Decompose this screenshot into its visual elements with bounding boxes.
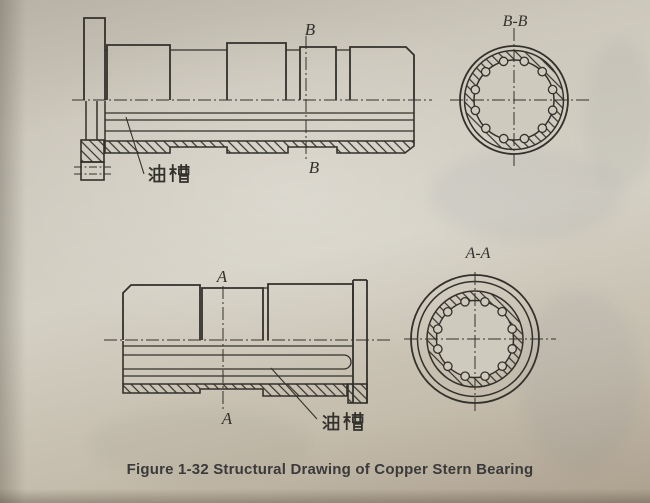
section-view-aa — [404, 272, 556, 412]
oil-groove-notch — [498, 56, 509, 67]
scan-edge-shadow — [0, 0, 26, 503]
bolt-hole-centerlines — [74, 166, 111, 175]
oil-groove-notch — [507, 324, 518, 334]
flange-foot-block — [80, 161, 105, 181]
oil-groove-notch — [442, 361, 453, 372]
section-view-bb — [450, 28, 592, 166]
oil-groove-notch — [547, 105, 558, 116]
oil-groove-notch — [498, 133, 509, 144]
land-2 — [226, 42, 287, 100]
cut-marker-a-bottom: A — [221, 409, 233, 428]
oil-groove-notch — [507, 344, 518, 354]
land-1 — [122, 284, 201, 340]
flange-outline — [83, 17, 106, 100]
oil-groove-leader — [270, 367, 318, 420]
oil-groove-leader — [125, 116, 145, 175]
flange-web — [85, 101, 106, 141]
oil-groove-notch — [497, 306, 508, 317]
shell-section-hatch — [122, 383, 348, 397]
oil-groove-notch — [432, 344, 443, 354]
oil-groove-notch — [480, 296, 490, 307]
land-3 — [267, 283, 354, 340]
oil-groove-notch — [460, 371, 470, 382]
shell-section-hatch — [104, 140, 415, 154]
paper-showthrough — [585, 40, 650, 190]
oil-groove-notch — [480, 371, 490, 382]
cut-marker-b-top: B — [305, 20, 316, 39]
oil-groove-notch — [537, 123, 548, 134]
oil-groove-notch — [442, 306, 453, 317]
paper-showthrough — [430, 150, 620, 240]
oil-groove-notch — [480, 66, 491, 77]
longitudinal-view-b — [72, 17, 432, 181]
aa-oil-groove-notches — [432, 296, 518, 382]
oil-groove-notch — [470, 84, 481, 95]
scan-edge-shadow — [0, 489, 650, 503]
flange-foot-hatch — [347, 383, 368, 404]
section-title-bb: B-B — [503, 13, 528, 30]
oil-groove-notch — [480, 123, 491, 134]
oil-groove-notch — [537, 66, 548, 77]
section-title-aa: A-A — [465, 245, 491, 262]
flange-outline — [352, 279, 368, 403]
oil-groove-notch — [497, 361, 508, 372]
oil-groove-notch — [432, 324, 443, 334]
bb-oil-groove-notches — [470, 56, 558, 144]
land-3 — [299, 46, 337, 100]
longitudinal-view-a — [104, 279, 390, 420]
oil-groove-notch — [470, 105, 481, 116]
cut-marker-b-bottom: B — [309, 158, 320, 177]
flange-foot-hatch — [80, 139, 105, 163]
land-2 — [201, 287, 264, 340]
land-1 — [106, 44, 171, 100]
figure-caption: Figure 1-32 Structural Drawing of Copper… — [126, 461, 534, 478]
oil-groove-notch — [519, 133, 530, 144]
paper-showthrough — [90, 410, 310, 480]
cut-marker-a-top: A — [216, 267, 228, 286]
oil-groove-notch — [460, 296, 470, 307]
oil-groove-notch — [519, 56, 530, 67]
oil-groove-notch — [547, 84, 558, 95]
land-4 — [349, 46, 415, 100]
paper-showthrough — [520, 290, 640, 470]
oil-groove-slot — [123, 354, 352, 370]
